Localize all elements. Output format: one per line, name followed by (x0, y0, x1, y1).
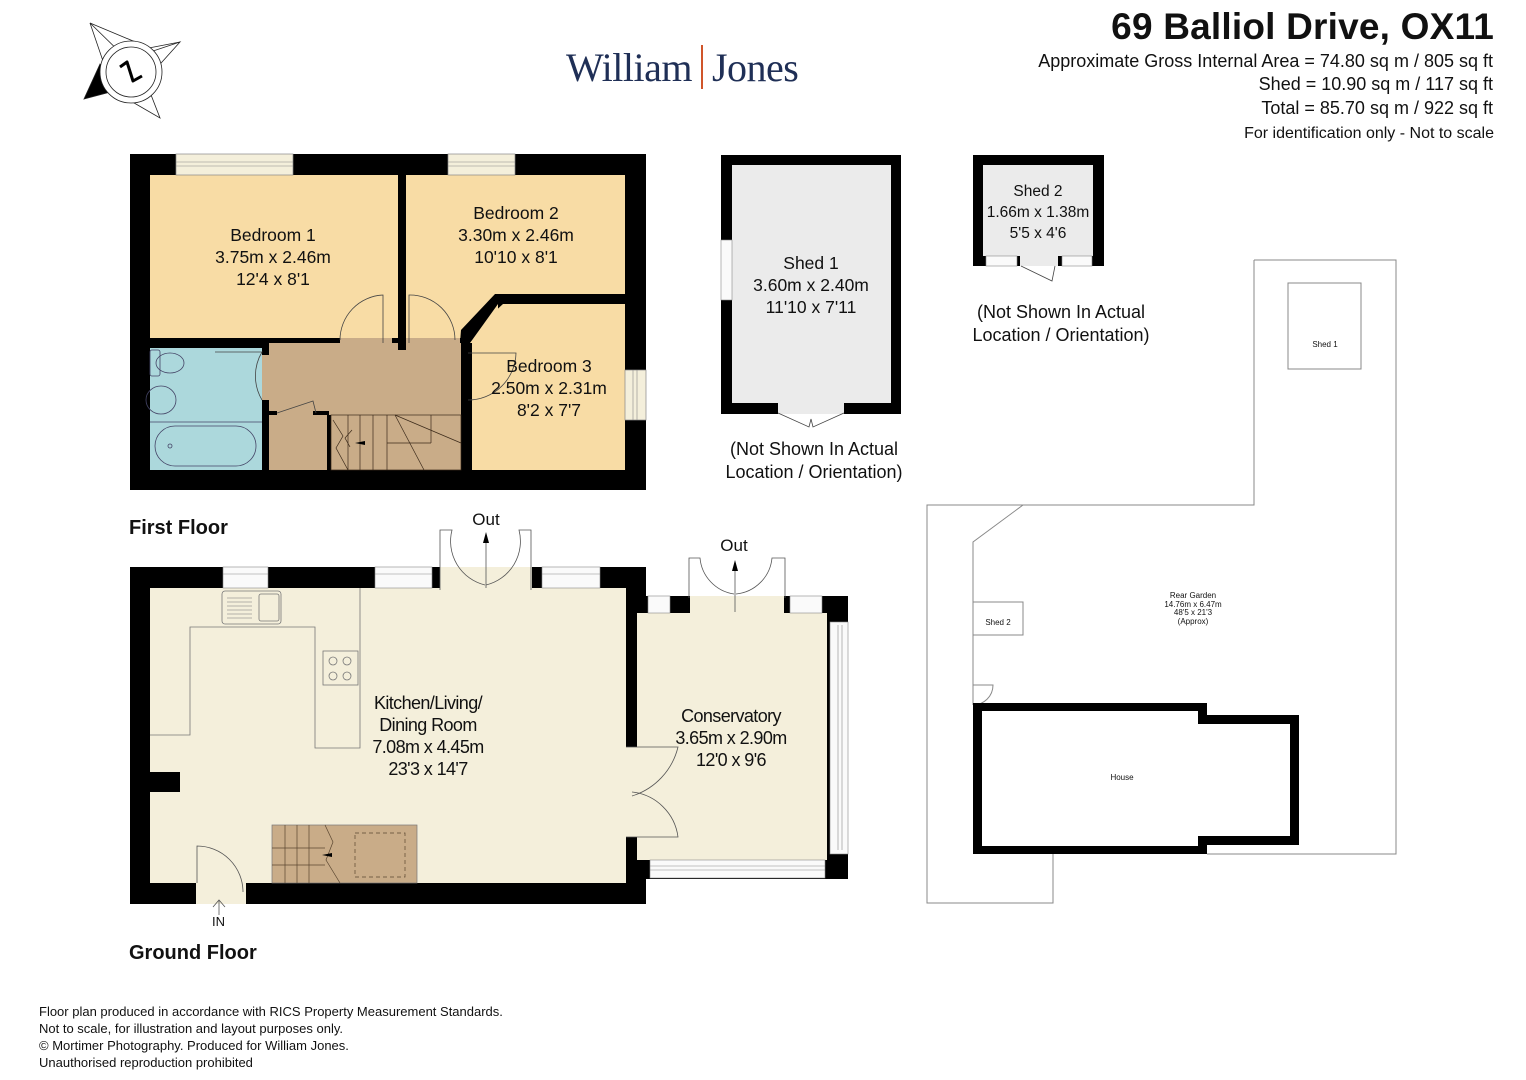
shed-name: Shed 1 (783, 253, 839, 273)
room-metric: 3.65m x 2.90m (675, 728, 787, 748)
shed-name: Shed 2 (1013, 183, 1063, 200)
room-name: Conservatory (681, 706, 781, 726)
logo-left-text: William (566, 45, 692, 90)
room-label-bedroom-2: Bedroom 2 3.30m x 2.46m 10'10 x 8'1 (458, 202, 574, 268)
shed-1-location-note: (Not Shown In Actual Location / Orientat… (725, 438, 902, 484)
room-imperial: 10'10 x 8'1 (474, 247, 558, 267)
room-name: Bedroom 3 (506, 356, 592, 376)
shed-metric: 3.60m x 2.40m (753, 275, 869, 295)
logo-right-text: Jones (711, 45, 799, 90)
footer-line: Unauthorised reproduction prohibited (39, 1055, 253, 1070)
room-name: Bedroom 1 (230, 225, 316, 245)
room-label-kitchen-living-dining: Kitchen/Living/ Dining Room 7.08m x 4.45… (372, 692, 484, 780)
shed-2-location-note: (Not Shown In Actual Location / Orientat… (972, 301, 1149, 347)
room-imperial: 8'2 x 7'7 (516, 400, 582, 420)
room-imperial: 23'3 x 14'7 (388, 759, 468, 779)
room-name: Bedroom 2 (473, 203, 559, 223)
shed-imperial: 11'10 x 7'11 (765, 297, 857, 317)
room-metric: 7.08m x 4.45m (372, 737, 484, 757)
site-shed-1-label: Shed 1 (1312, 340, 1338, 349)
garden-metric: 14.76m x 6.47m (1164, 599, 1222, 609)
first-floor-plan (130, 153, 647, 490)
room-metric: 3.30m x 2.46m (458, 225, 574, 245)
footer-line: Not to scale, for illustration and layou… (39, 1021, 343, 1036)
room-metric: 2.50m x 2.31m (491, 378, 607, 398)
exit-label-kitchen: Out (472, 510, 500, 529)
exit-label-conservatory: Out (720, 536, 748, 555)
shed-1-plan (720, 155, 901, 428)
shed-area: Shed = 10.90 sq m / 117 sq ft (1258, 74, 1493, 94)
garden-note: (Approx) (1177, 616, 1209, 626)
room-label-conservatory: Conservatory 3.65m x 2.90m 12'0 x 9'6 (675, 705, 787, 771)
room-name: Dining Room (379, 715, 477, 735)
site-house-outline (973, 703, 1299, 854)
site-house-label: House (1110, 773, 1134, 782)
room-metric: 3.75m x 2.46m (215, 247, 331, 267)
shed-metric: 1.66m x 1.38m (986, 204, 1090, 221)
note-line: Location / Orientation) (972, 325, 1150, 345)
room-imperial: 12'0 x 9'6 (696, 750, 767, 770)
room-label-bedroom-1: Bedroom 1 3.75m x 2.46m 12'4 x 8'1 (215, 224, 331, 290)
total-area: Total = 85.70 sq m / 922 sq ft (1261, 98, 1493, 118)
note-line: (Not Shown In Actual (976, 302, 1146, 322)
first-floor-label: First Floor (129, 517, 228, 539)
footer-line: Floor plan produced in accordance with R… (39, 1004, 503, 1019)
shed-imperial: 5'5 x 4'6 (1009, 225, 1067, 242)
room-name: Kitchen/Living/ (373, 693, 483, 713)
ground-floor-plan (130, 529, 849, 915)
shed-1-label: Shed 1 3.60m x 2.40m 11'10 x 7'11 (753, 252, 869, 318)
shed-2-plan (973, 155, 1104, 282)
room-label-bedroom-3: Bedroom 3 2.50m x 2.31m 8'2 x 7'7 (491, 355, 607, 421)
room-imperial: 12'4 x 8'1 (236, 269, 310, 289)
agency-logo: William Jones (566, 44, 799, 91)
note-line: (Not Shown In Actual (729, 439, 899, 459)
north-compass-icon (83, 22, 182, 119)
site-plan (926, 259, 1397, 904)
note-line: Location / Orientation) (725, 462, 903, 482)
entrance-label: IN (212, 914, 225, 929)
site-shed-2-label: Shed 2 (985, 618, 1011, 627)
ground-floor-label: Ground Floor (129, 942, 257, 964)
footer-line: © Mortimer Photography. Produced for Wil… (39, 1038, 349, 1053)
property-title: 69 Balliol Drive, OX11 (1111, 6, 1494, 47)
gross-internal-area: Approximate Gross Internal Area = 74.80 … (1038, 51, 1493, 71)
garden-imperial: 48'5 x 21'3 (1173, 608, 1213, 617)
shed-2-label: Shed 2 1.66m x 1.38m 5'5 x 4'6 (987, 181, 1090, 244)
logo-divider (700, 45, 703, 89)
rear-garden-label: Rear Garden 14.76m x 6.47m 48'5 x 21'3 (… (1164, 591, 1222, 626)
identification-note: For identification only - Not to scale (1244, 125, 1494, 142)
garden-name: Rear Garden (1169, 591, 1217, 600)
footer-disclaimer: Floor plan produced in accordance with R… (39, 1003, 503, 1071)
